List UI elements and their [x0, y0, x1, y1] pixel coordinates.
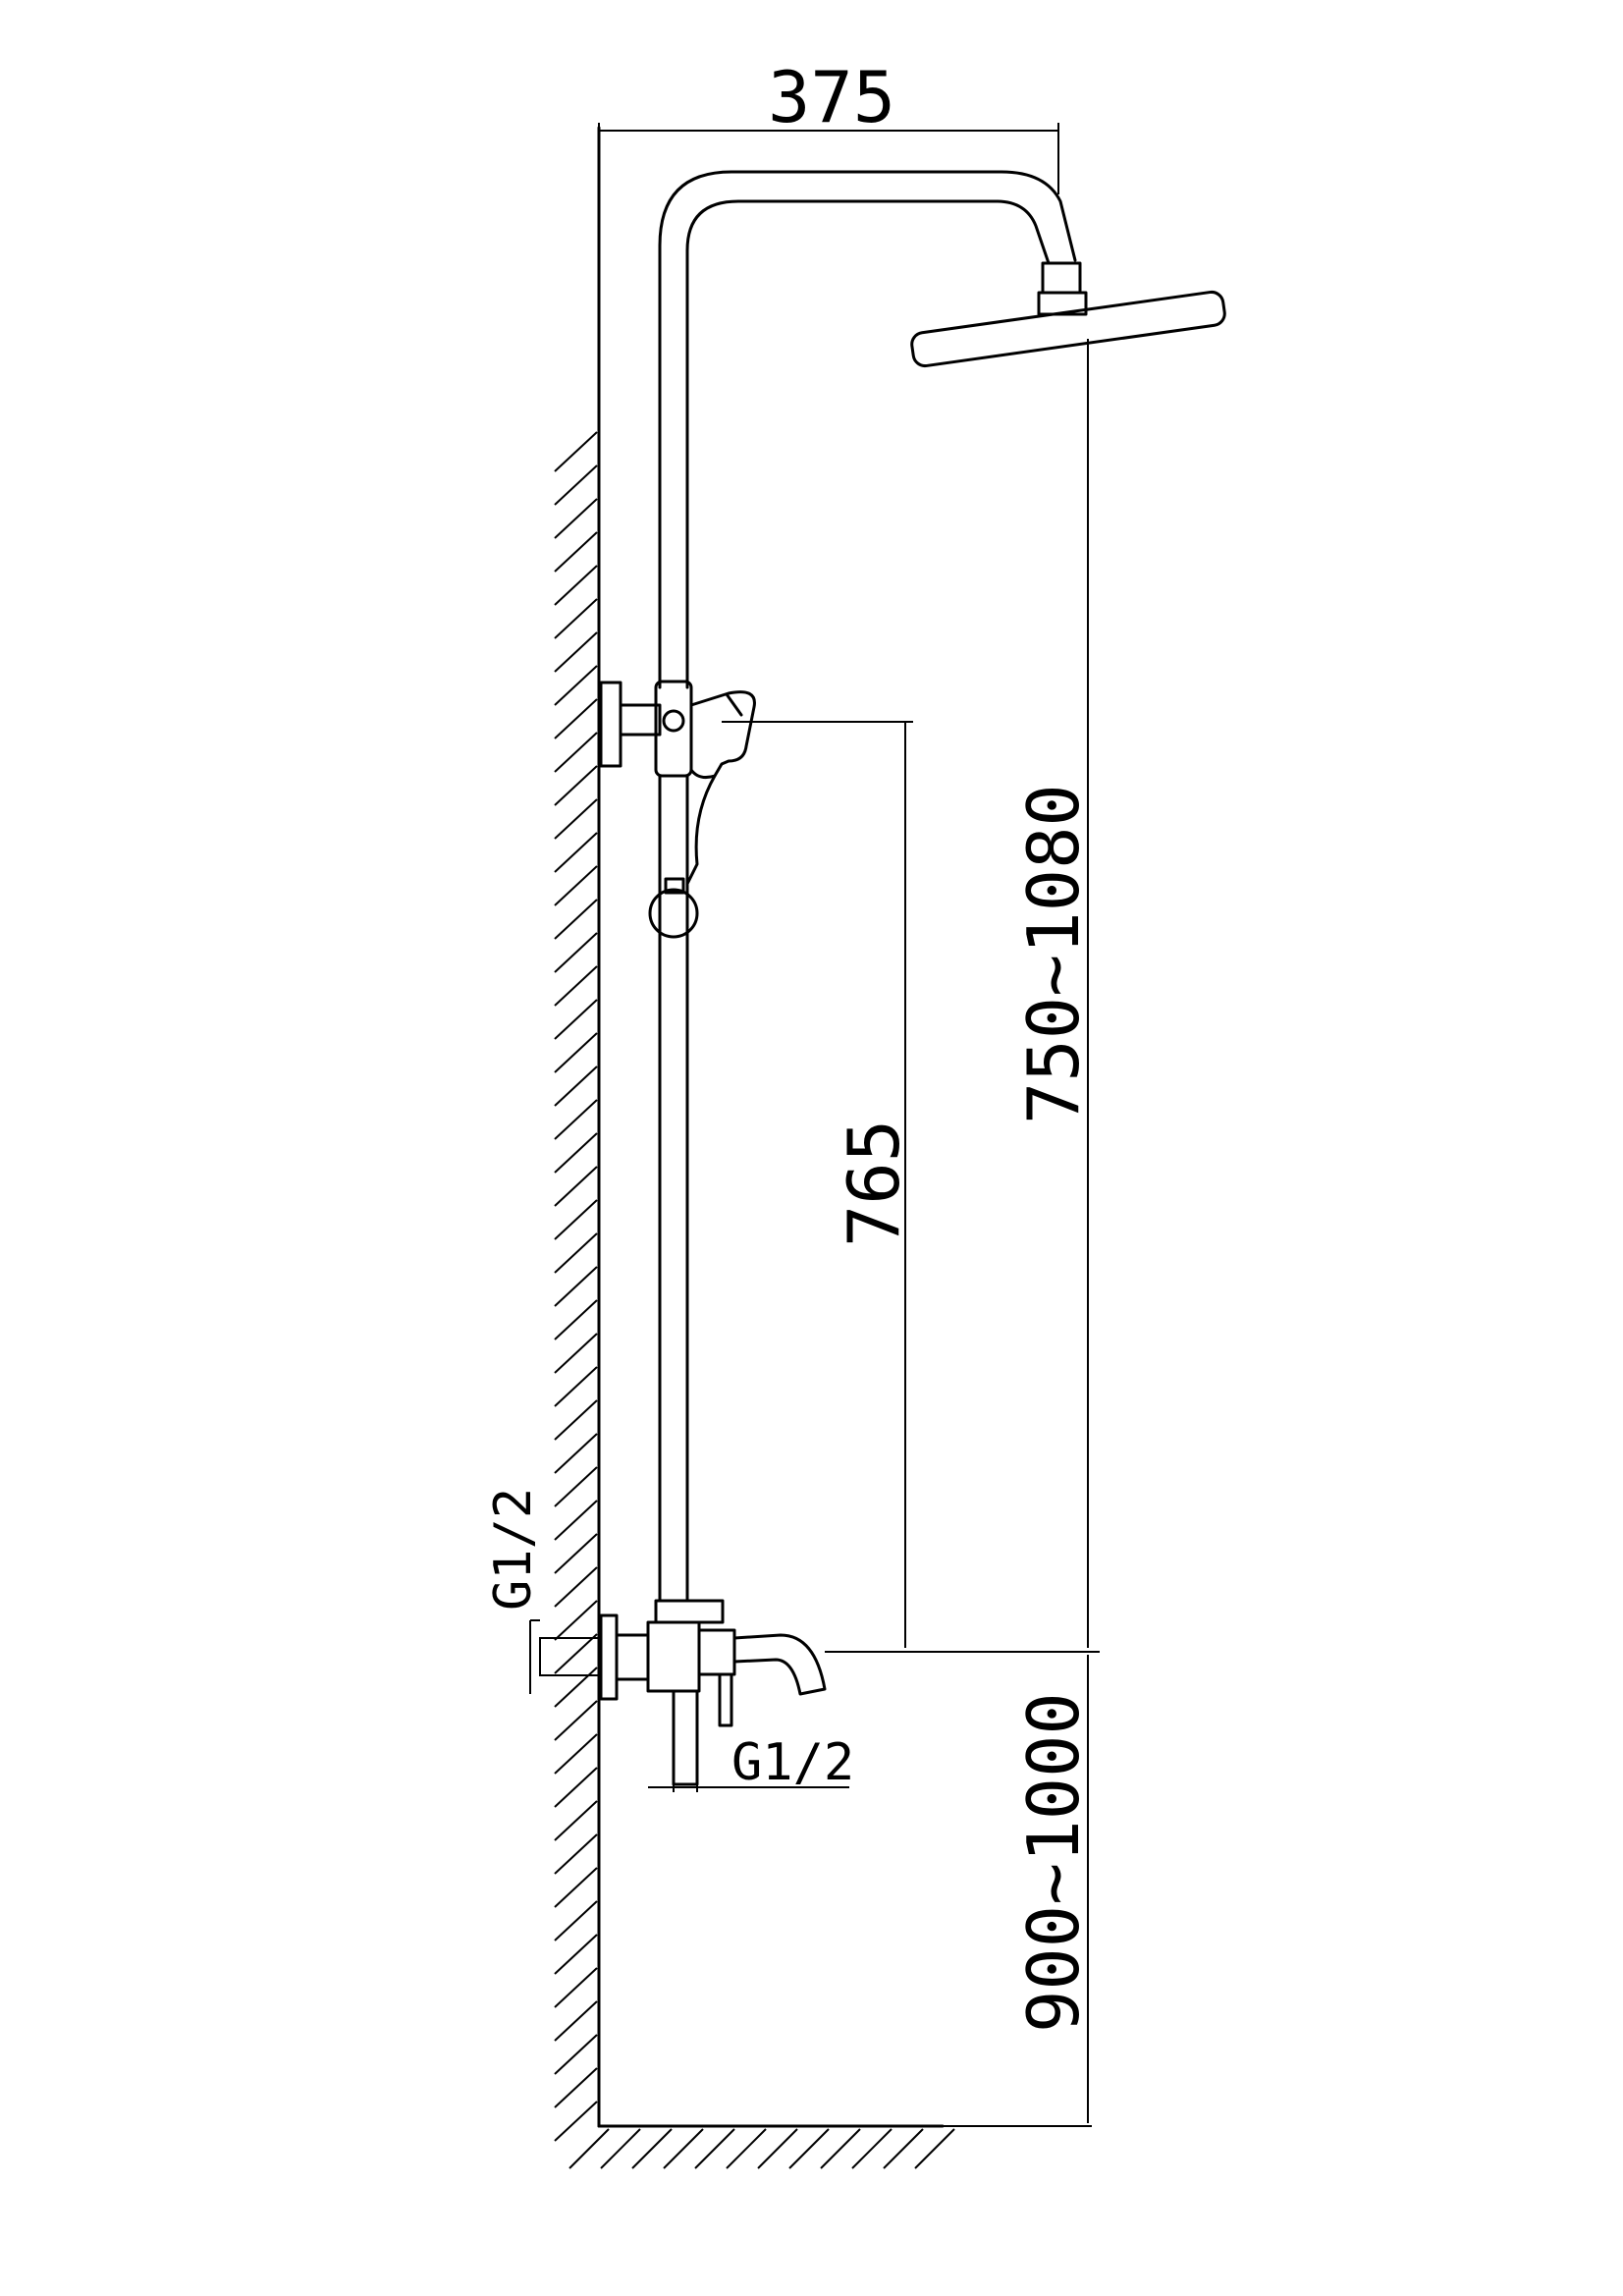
dim-900-text: 900~1000 [1012, 1692, 1095, 2033]
bottom-outlet-label: G1/2 [731, 1733, 854, 1792]
slide-knob-stem [664, 877, 685, 895]
wall-hatch-line [554, 1266, 598, 1307]
wall-hatch-line [554, 431, 598, 472]
wall-hatch-line [554, 865, 598, 906]
wall-hatch-line [554, 465, 598, 506]
slide-knob [648, 888, 699, 939]
wall-hatch-line [554, 631, 598, 673]
floor-hatch-line [788, 2128, 830, 2169]
bottom-outlet-pipe [672, 1689, 699, 1786]
floor-hatch-line [914, 2128, 955, 2169]
wall-hatch-line [554, 565, 598, 606]
wall-hatch-line [554, 1132, 598, 1174]
wall-hatch-line [554, 1366, 598, 1407]
upper-bracket-arm [619, 703, 662, 737]
wall-hatch-line [554, 1500, 598, 1541]
wall-hatch-line [554, 1934, 598, 1975]
wall-hatch-line [554, 1767, 598, 1808]
wall-inlet-stub [539, 1637, 600, 1676]
mixer-wall-flange [599, 1613, 619, 1701]
wall-hatch-line [554, 2101, 598, 2142]
wall-hatch-line [554, 832, 598, 873]
wall-hatch-line [554, 1032, 598, 1073]
wall-hatch-line [554, 1733, 598, 1775]
wall-hatch-line [554, 1633, 598, 1674]
floor-hatch-line [851, 2128, 893, 2169]
wall-hatch-line [554, 765, 598, 806]
mixer-inlet-arm [615, 1633, 650, 1681]
wall-hatch-line [554, 698, 598, 739]
wall-hatch-line [554, 798, 598, 840]
wall-hatch-line [554, 2067, 598, 2108]
floor-hatch-line [757, 2128, 798, 2169]
wall-hatch-line [554, 498, 598, 539]
wall-inlet-label: G1/2 [484, 1488, 543, 1611]
wall-hatch-line [554, 2034, 598, 2075]
wall-hatch-line [554, 1533, 598, 1574]
wall-hatch-line [554, 1066, 598, 1107]
dim-750-text: 750~1080 [1012, 784, 1095, 1124]
holder-knob [662, 709, 685, 733]
wall-hatch-line [554, 531, 598, 573]
mixer-body [697, 1628, 736, 1676]
wall-hatch-line [554, 1867, 598, 1908]
bath-spout [732, 1633, 827, 1696]
wall-hatch-line [554, 899, 598, 940]
wall-hatch-line [554, 965, 598, 1007]
wall-hatch-line [554, 665, 598, 706]
wall-hatch-line [554, 1099, 598, 1140]
wall-hatch-line [554, 598, 598, 639]
floor-hatch-line [820, 2128, 861, 2169]
wall-hatch-line [554, 1900, 598, 1941]
dim-765-text: 765 [833, 1120, 915, 1247]
floor-hatch-line [694, 2128, 735, 2169]
wall-hatch-line [554, 999, 598, 1040]
wall-hatch-line [554, 1967, 598, 2008]
holder-clamp [654, 680, 693, 778]
mixer-lever [718, 1672, 733, 1727]
shower-head [910, 290, 1226, 368]
floor-hatch-line [631, 2128, 673, 2169]
holder-cradle-rim [725, 692, 743, 717]
wall-hatch-line [554, 1600, 598, 1641]
wall-hatch-line [554, 1833, 598, 1875]
riser-pipe-outer [658, 170, 1077, 689]
wall-hatch-line [554, 1299, 598, 1340]
wall-hatch-line [554, 1333, 598, 1374]
upper-bracket-flange [599, 681, 622, 768]
wall-hatch-line [554, 1700, 598, 1741]
wall-hatch-line [554, 1800, 598, 1841]
wall-hatch-line [554, 1199, 598, 1240]
wall-hatch-line [554, 1667, 598, 1708]
floor-hatch-line [726, 2128, 767, 2169]
dim-375-text: 375 [768, 56, 895, 138]
wall-hatch-line [554, 2000, 598, 2042]
shower-head-nut [1041, 261, 1082, 295]
wall-hatch-line [554, 932, 598, 973]
wall-hatching [554, 431, 598, 2142]
wall-hatch-line [554, 1166, 598, 1207]
wall-hatch-line [554, 1433, 598, 1474]
mixer-diverter [646, 1620, 701, 1693]
hose [685, 774, 717, 886]
wall-hatch-line [554, 1566, 598, 1608]
floor-hatch-line [883, 2128, 924, 2169]
wall-hatch-line [554, 732, 598, 773]
floor-hatch-line [568, 2128, 610, 2169]
floor-hatch-line [663, 2128, 704, 2169]
wall-hatch-line [554, 1232, 598, 1274]
riser-pipe-inner [685, 199, 1051, 689]
mixer-top-cap [654, 1599, 725, 1624]
wall-hatch-line [554, 1399, 598, 1441]
wall-hatch-line [554, 1466, 598, 1507]
holder-cradle [689, 690, 756, 779]
floor-hatch-line [600, 2128, 641, 2169]
floor-hatching [568, 2128, 955, 2169]
